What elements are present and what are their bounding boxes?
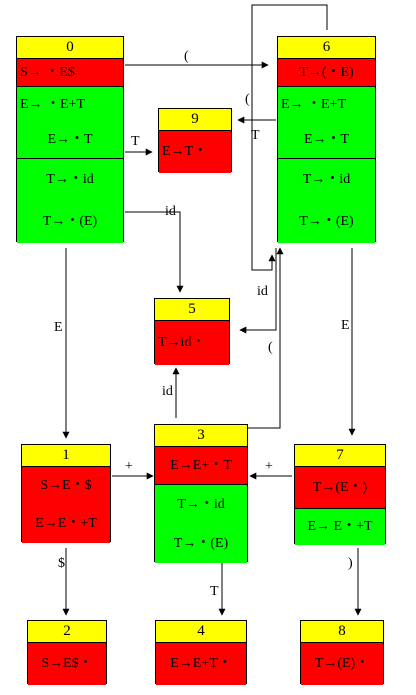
lr-item: T→・id (177, 496, 225, 512)
state-0-number: 0 (17, 37, 123, 59)
lr-item: E→E+・T (170, 457, 232, 473)
edge-label-0-5: id (165, 204, 176, 219)
edge-0-5 (125, 211, 184, 293)
lr-item: E→T・ (162, 144, 208, 159)
state-9-number: 9 (159, 109, 231, 131)
state-4-number: 4 (156, 621, 246, 643)
state-6-kernel-items: T→(・E) (278, 59, 375, 87)
lr-item: E→ ・E+T (281, 96, 347, 112)
edge-label-6-9: T (251, 128, 260, 143)
lr-item: T→・(E) (42, 214, 98, 229)
edge-label-1-2: $ (58, 556, 65, 571)
lr-item: T→(・E) (299, 64, 354, 80)
lr-item: E→・T (303, 132, 350, 148)
edge-3-6 (248, 247, 284, 429)
edge-6-self (251, 4, 328, 271)
state-2-kernel-items: S→E$・ (28, 643, 106, 685)
edge-label-3-6: ( (268, 340, 273, 355)
state-3-number: 3 (155, 425, 247, 447)
state-0-closure-items: E→ ・E+T E→・T (17, 87, 123, 159)
lr-item: E→E・+T (35, 516, 97, 531)
edge-label-0-6: ( (184, 49, 189, 64)
state-9-kernel-items: E→T・ (159, 131, 231, 173)
lr-item: E→ E・+T (307, 519, 373, 534)
lr-item: S→E$・ (41, 656, 93, 671)
state-0-kernel-items: S→ ・E$ (17, 59, 123, 87)
state-4-kernel-items: E→E+T・ (156, 643, 246, 685)
state-6-closure-items: E→ ・E+T E→・T (278, 87, 375, 159)
state-7-number: 7 (295, 445, 385, 467)
state-2-number: 2 (28, 621, 106, 643)
lr-item: T→(E)・ (314, 656, 370, 671)
lr-item: S→ ・E$ (20, 64, 75, 80)
edge-label-0-1: E (54, 320, 63, 335)
edge-label-1-3: + (125, 459, 133, 474)
lr-item: T→・(E) (173, 535, 229, 551)
state-6-number: 6 (278, 37, 375, 59)
edge-label-3-5: id (162, 384, 173, 399)
state-3-kernel-items: E→E+・T (155, 447, 247, 485)
edge-label-7-8: ) (348, 556, 353, 571)
lr-item: S→E・$ (40, 478, 92, 493)
lr-item: E→E+T・ (170, 656, 232, 671)
lr-item: T→・id (46, 172, 94, 187)
edge-label-6-7: E (341, 318, 350, 333)
state-8-kernel-items: T→(E)・ (301, 643, 383, 685)
state-8-number: 8 (301, 621, 383, 643)
state-5-number: 5 (155, 299, 229, 321)
state-1-number: 1 (22, 445, 110, 467)
state-5-kernel-items: T→id・ (155, 321, 229, 365)
state-7-closure-items: E→ E・+T (295, 509, 385, 545)
state-1-kernel-items: S→E・$ E→E・+T (22, 467, 110, 543)
lr-item: T→(E・) (312, 479, 368, 495)
lr-item: E→・T (47, 132, 93, 148)
edge-6-5 (239, 248, 277, 334)
lr-item: E→ ・E+T (20, 96, 86, 112)
edge-label-7-3: + (265, 459, 273, 474)
edge-label-6-self: ( (245, 92, 250, 107)
lr-item: T→id・ (158, 335, 206, 350)
edge-label-3-4: T (210, 584, 219, 599)
edge-label-6-5: id (257, 284, 268, 299)
lr-item: T→・id (302, 172, 351, 187)
edge-label-0-9: T (131, 134, 140, 149)
state-7-kernel-items: T→(E・) (295, 467, 385, 509)
lr-item: T→・(E) (299, 214, 354, 229)
